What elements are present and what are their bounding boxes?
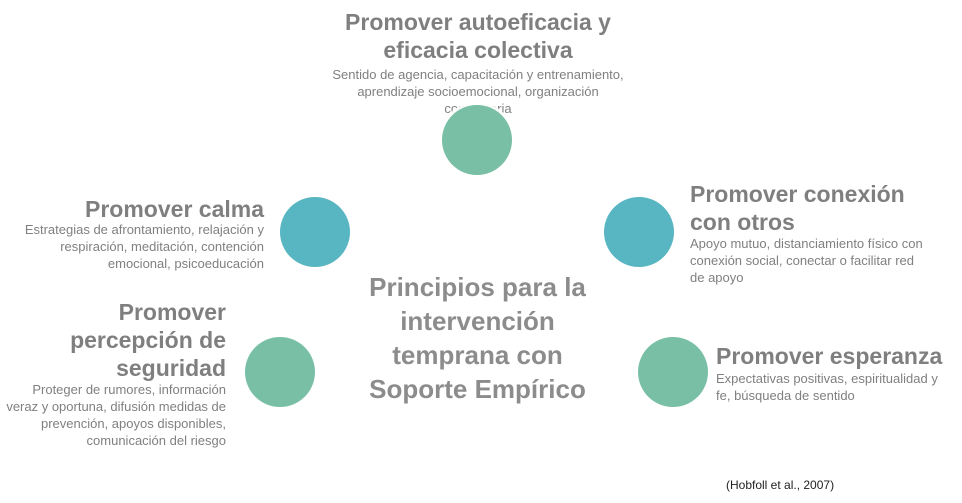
seguridad-description: Proteger de rumores, información veraz y… [6,382,226,448]
autoeficacia-circle [442,105,512,175]
conexion-circle [604,197,674,267]
calma-circle [280,197,350,267]
calma-title: Promover calma [85,196,264,222]
citation: (Hobfoll et al., 2007) [726,478,835,492]
calma-description: Estrategias de afrontamiento, relajación… [24,222,264,271]
autoeficacia-title: Promover autoeficacia y eficacia colecti… [345,9,611,63]
esperanza-description: Expectativas positivas, espiritualidad y… [716,371,938,403]
center-title: Principios para la intervención temprana… [369,272,586,404]
esperanza-title: Promover esperanza [716,343,943,369]
esperanza-circle [638,337,708,407]
seguridad-circle [245,337,315,407]
conexion-description: Apoyo mutuo, distanciamiento físico con … [690,236,923,285]
seguridad-title: Promover percepción de seguridad [70,299,226,381]
conexion-title: Promover conexión con otros [690,181,905,235]
